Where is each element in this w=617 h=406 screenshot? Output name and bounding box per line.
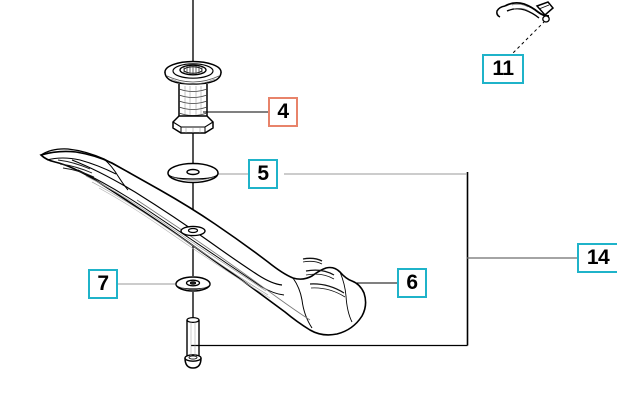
callout-5[interactable]: 5 xyxy=(248,159,278,189)
mulching-blade xyxy=(39,148,367,336)
callout-11[interactable]: 11 xyxy=(482,54,524,84)
blade-bolt xyxy=(184,316,202,369)
upper-washer xyxy=(167,162,219,184)
small-clip-part xyxy=(496,1,555,23)
callout-4[interactable]: 4 xyxy=(268,97,298,127)
blade-boss-adapter xyxy=(164,60,222,134)
callout-6[interactable]: 6 xyxy=(397,268,427,298)
callout-14[interactable]: 14 xyxy=(577,243,617,273)
callout-7[interactable]: 7 xyxy=(88,269,118,299)
leader-line-11 xyxy=(508,21,545,58)
lower-washer xyxy=(175,276,211,292)
blade-assembly-group-bracket xyxy=(191,172,469,347)
